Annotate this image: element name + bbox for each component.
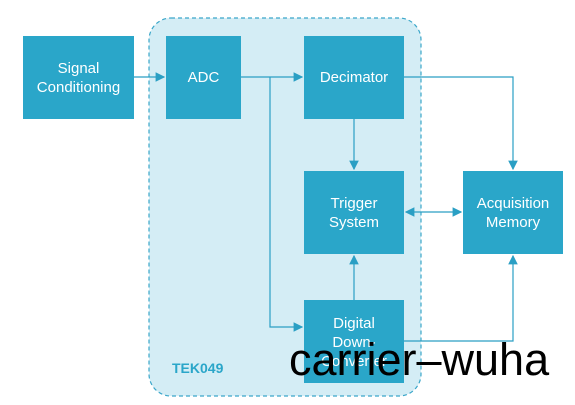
acquisition-memory-block: Acquisition Memory <box>463 171 563 254</box>
adc-block: ADC <box>166 36 241 119</box>
group-label: TEK049 <box>172 360 224 376</box>
connector-ddc-to-memory <box>404 254 518 342</box>
connector-decimator-to-memory <box>404 76 518 171</box>
watermark-overlay: carrier–wuha <box>289 332 575 392</box>
decimator-block: Decimator <box>304 36 404 119</box>
watermark-text: carrier–wuha <box>289 334 550 385</box>
trigger-system-block: Trigger System <box>304 171 404 254</box>
connector-adc-to-ddc <box>269 77 304 332</box>
digital-down-converter-block: Digital Down- Converter <box>304 300 404 383</box>
signal-conditioning-block: Signal Conditioning <box>23 36 134 119</box>
